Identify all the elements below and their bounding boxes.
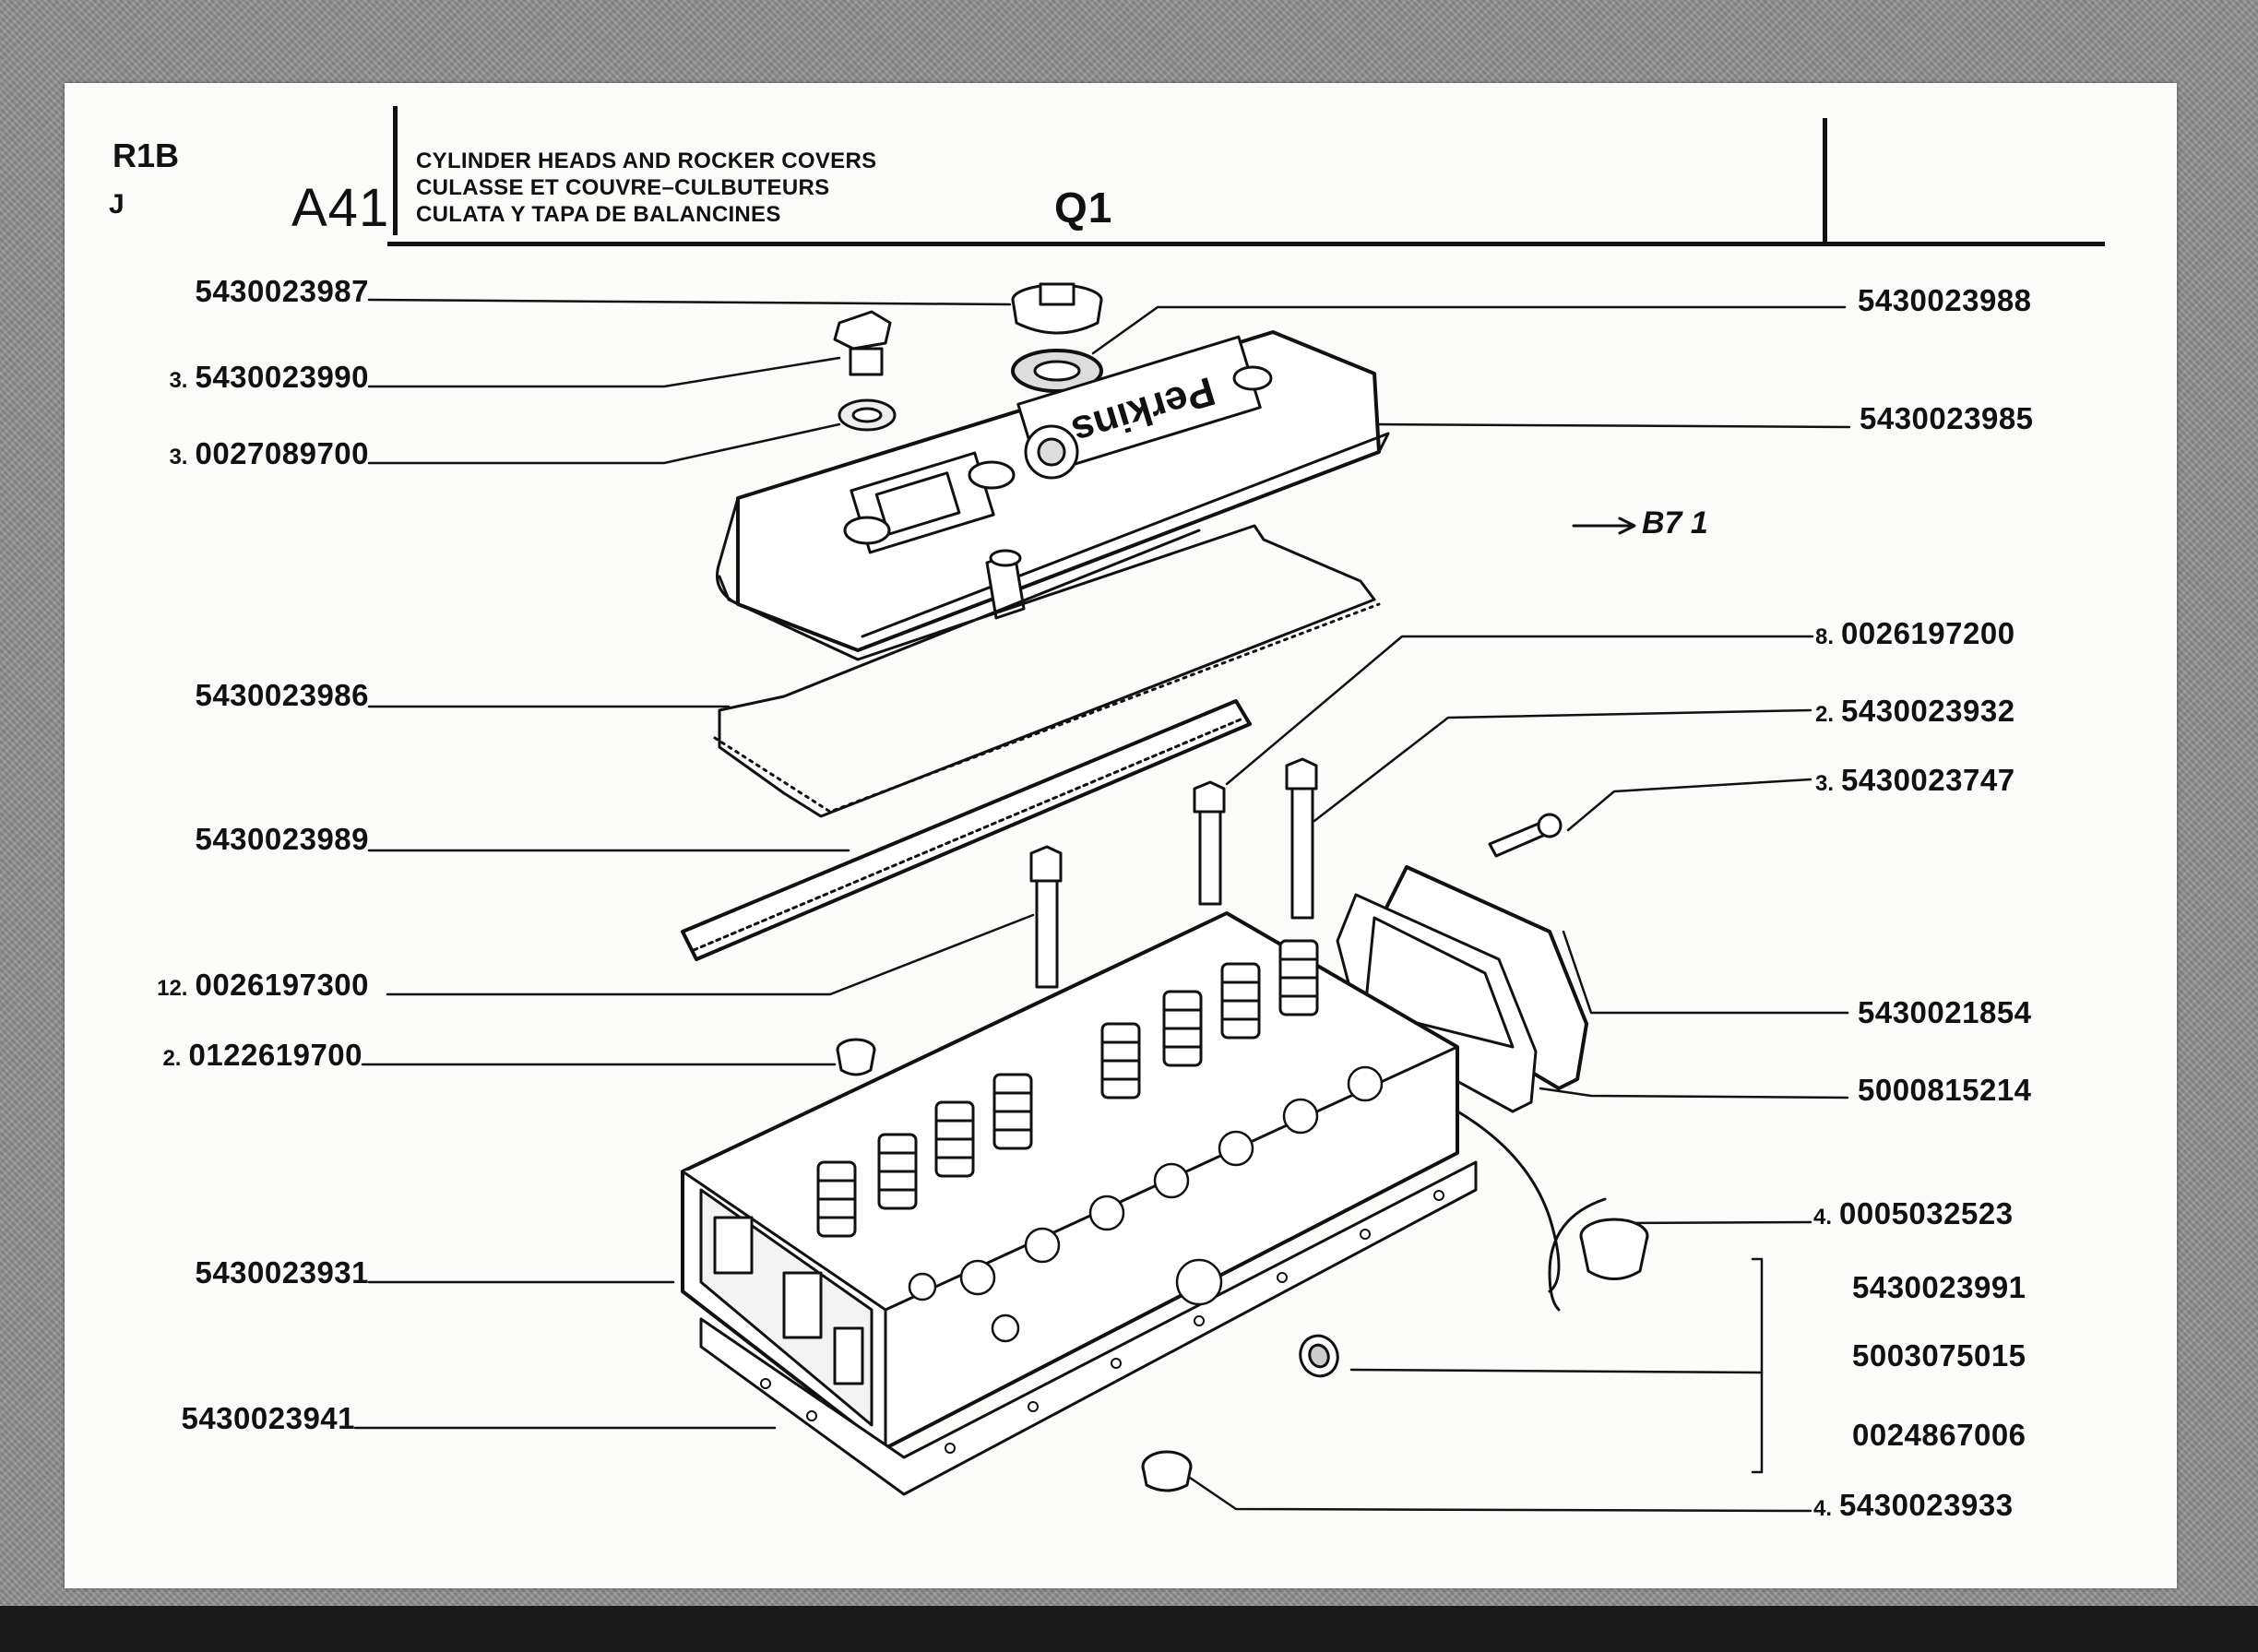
plugs-drawing	[836, 1038, 1649, 1492]
callout-right-4: 2.5430023932	[1815, 694, 2015, 728]
head-bolts-drawing	[1029, 757, 1318, 989]
cross-reference-label: B7 1	[1642, 505, 1708, 541]
callout-right-1: 5430023988	[1858, 283, 2032, 317]
header-rule	[387, 242, 2105, 246]
callout-left-4: 5430023986	[195, 678, 369, 712]
callout-right-2: 5430023985	[1860, 401, 2034, 435]
callout-right-6: 5430021854	[1858, 995, 2032, 1029]
title-french: CULASSE ET COUVRE–CULBUTEURS	[416, 175, 830, 200]
leader-lines-right	[1091, 305, 1851, 1513]
callout-left-1: 5430023987	[195, 274, 369, 308]
valve-springs-drawing	[816, 939, 1319, 1238]
leader-lines-left	[353, 298, 1035, 1430]
callout-right-12: 4.5430023933	[1813, 1488, 2014, 1522]
drain-tube-drawing	[1409, 1087, 1561, 1293]
callout-left-3: 3.0027089700	[169, 436, 369, 470]
callout-right-10: 5003075015	[1852, 1338, 2026, 1373]
gasket-holes-drawing	[760, 1190, 1444, 1454]
header-divider-right	[1823, 118, 1827, 242]
catalog-code-top: R1B	[113, 137, 180, 174]
small-bolt-drawing	[1488, 813, 1563, 858]
cylinder-head-drawing	[681, 911, 1478, 1496]
callout-left-2: 3.5430023990	[169, 360, 369, 394]
title-spanish: CULATA Y TAPA DE BALANCINES	[416, 202, 781, 227]
group-reference: Q1	[1054, 184, 1113, 232]
callout-left-9: 5430023941	[181, 1401, 355, 1435]
callout-right-9: 5430023991	[1852, 1270, 2026, 1304]
rocker-cover-drawing	[716, 330, 1390, 652]
head-bores-drawing	[908, 1065, 1384, 1343]
callout-right-5: 3.5430023747	[1815, 763, 2015, 797]
callout-right-7: 5000815214	[1858, 1073, 2032, 1107]
callout-right-3: 8.0026197200	[1815, 616, 2015, 650]
filler-cap-drawing	[1011, 282, 1103, 393]
scanner-edge	[0, 1606, 2258, 1652]
rubber-strip-drawing	[681, 699, 1252, 961]
callout-left-5: 5430023989	[195, 822, 369, 856]
section-reference: A41	[291, 178, 390, 238]
callout-left-8: 5430023931	[195, 1255, 369, 1290]
callout-left-6: 12.0026197300	[157, 968, 369, 1002]
callout-right-11: 0024867006	[1852, 1418, 2026, 1452]
catalog-code-bottom: J	[109, 189, 125, 220]
cross-reference-arrow-icon	[1572, 517, 1636, 535]
rocker-gasket-drawing	[713, 524, 1381, 818]
bolt-breather-drawing	[833, 310, 897, 432]
callout-left-7: 2.0122619700	[162, 1038, 362, 1072]
callout-right-8: 4.0005032523	[1813, 1196, 2014, 1230]
title-english: CYLINDER HEADS AND ROCKER COVERS	[416, 149, 877, 173]
header-divider-left	[393, 106, 398, 235]
